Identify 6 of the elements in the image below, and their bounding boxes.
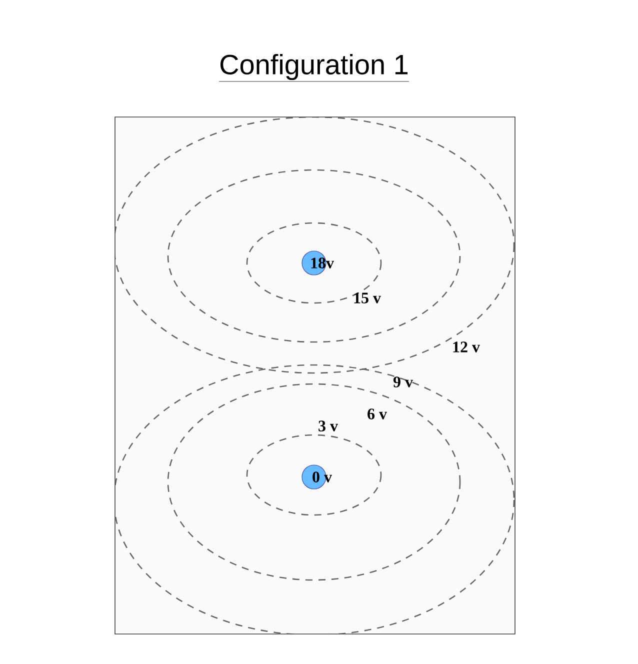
voltage-label: 3 v [318,420,338,432]
title: Configuration 1 [218,54,410,82]
voltage-label: 15 v [354,292,381,304]
voltage-label: 12 v [453,342,480,352]
voltage-label: 9 v [393,376,413,388]
voltage-label: 6 v [368,408,387,420]
